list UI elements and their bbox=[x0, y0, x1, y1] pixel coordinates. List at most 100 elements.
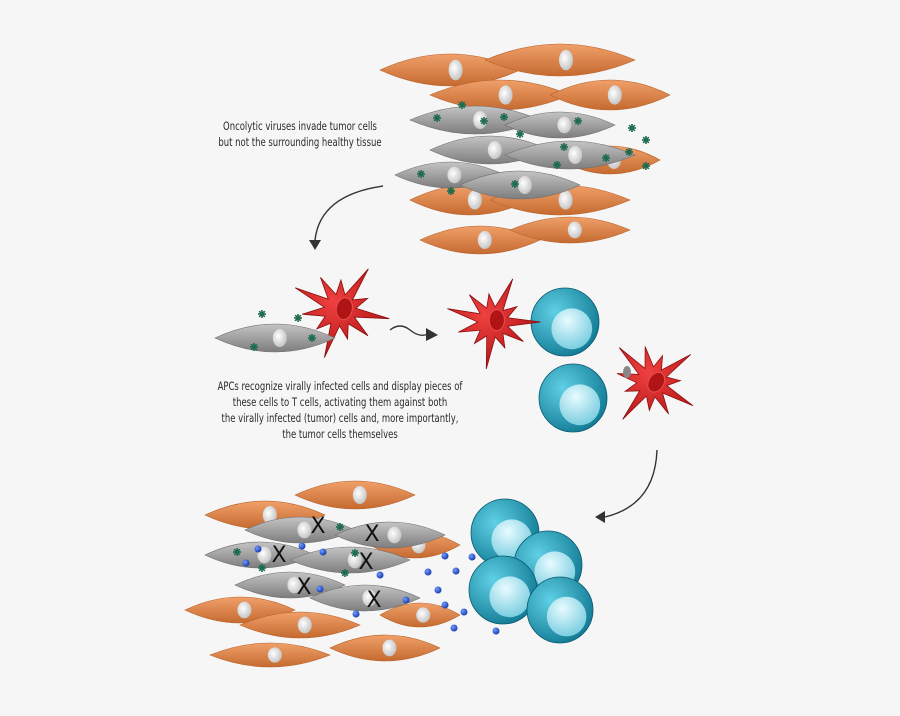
cell-nucleus bbox=[297, 616, 312, 634]
cell-nucleus bbox=[477, 231, 492, 249]
virus-spike bbox=[553, 161, 561, 169]
virus-icon bbox=[447, 187, 455, 195]
healthy-cell bbox=[294, 480, 416, 510]
virus-icon bbox=[458, 101, 466, 109]
cytokine-dot bbox=[434, 586, 442, 594]
virus-icon bbox=[560, 143, 568, 151]
virus-spike bbox=[574, 117, 582, 125]
cytokine-dot bbox=[460, 608, 468, 616]
virus-spike bbox=[433, 114, 441, 122]
cell-nucleus bbox=[559, 49, 573, 71]
virus-icon bbox=[351, 549, 359, 557]
virus-icon bbox=[628, 124, 636, 132]
apc-nucleus bbox=[488, 309, 505, 332]
cell-nucleus bbox=[297, 521, 312, 539]
cell-nucleus bbox=[558, 190, 573, 210]
virus-spike bbox=[294, 314, 302, 322]
arrow-head bbox=[426, 328, 438, 341]
apc-dendritic-cell bbox=[616, 346, 694, 420]
cytokine-dot bbox=[424, 568, 432, 576]
tumor-cell bbox=[409, 105, 541, 135]
tumor-cell bbox=[504, 140, 636, 170]
virus-spike bbox=[642, 162, 650, 170]
caption-line: the virally infected (tumor) cells and, … bbox=[221, 411, 459, 425]
t-cell bbox=[538, 363, 608, 433]
virus-spike bbox=[258, 310, 266, 318]
tumor-cell bbox=[204, 541, 316, 569]
cell-nucleus bbox=[267, 647, 282, 663]
caption-line: Oncolytic viruses invade tumor cells bbox=[223, 119, 377, 133]
virus-spike bbox=[602, 154, 610, 162]
virus-spike bbox=[500, 113, 508, 121]
cell-nucleus bbox=[607, 85, 622, 105]
virus-icon bbox=[642, 162, 650, 170]
virus-spike bbox=[642, 136, 650, 144]
apc-nucleus bbox=[335, 297, 353, 321]
tumor-cell bbox=[504, 111, 616, 139]
t-cell-nucleus bbox=[546, 596, 587, 637]
cytokine-dot bbox=[452, 567, 460, 575]
virus-icon bbox=[308, 334, 316, 342]
virus-spike bbox=[341, 569, 349, 577]
step2-caption: APCs recognize virally infected cells an… bbox=[217, 378, 463, 442]
healthy-cell bbox=[239, 611, 361, 639]
caption-line: but not the surrounding healthy tissue bbox=[218, 135, 382, 149]
virus-spike bbox=[628, 124, 636, 132]
cell-nucleus bbox=[287, 576, 302, 594]
tumor-cell bbox=[459, 170, 581, 200]
cytokine-dot bbox=[352, 610, 360, 618]
virus-icon bbox=[553, 161, 561, 169]
virus-spike bbox=[458, 101, 466, 109]
step1-caption: Oncolytic viruses invade tumor cells but… bbox=[218, 118, 382, 150]
cell-nucleus bbox=[557, 116, 572, 134]
t-cell bbox=[526, 576, 594, 644]
virus-icon bbox=[625, 148, 633, 156]
dead-cell-mark: X bbox=[358, 550, 373, 575]
apc-dendritic-cell bbox=[294, 268, 390, 358]
apc-dendritic-cell bbox=[447, 278, 541, 370]
virus-icon bbox=[516, 130, 524, 138]
virus-icon bbox=[602, 154, 610, 162]
cell-nucleus bbox=[262, 506, 277, 524]
caption-line: APCs recognize virally infected cells an… bbox=[217, 379, 463, 393]
virus-spike bbox=[516, 130, 524, 138]
dead-cell-mark: X bbox=[364, 522, 379, 547]
virus-icon bbox=[433, 114, 441, 122]
cytokine-dot bbox=[450, 624, 458, 632]
cytokine-dot bbox=[242, 559, 250, 567]
t-cell-nucleus bbox=[489, 576, 531, 618]
cytokine-dot bbox=[319, 548, 327, 556]
t-cell-nucleus bbox=[551, 308, 593, 350]
virus-spike bbox=[625, 148, 633, 156]
apc-nucleus bbox=[647, 371, 666, 393]
healthy-cell bbox=[549, 79, 671, 111]
virus-icon bbox=[341, 569, 349, 577]
cytokine-dot bbox=[468, 553, 476, 561]
virus-icon bbox=[511, 180, 519, 188]
cell-nucleus bbox=[416, 607, 431, 623]
arrow-line bbox=[604, 449, 658, 518]
virus-icon bbox=[336, 523, 344, 531]
cell-nucleus bbox=[272, 329, 287, 347]
virus-icon bbox=[500, 113, 508, 121]
virus-spike bbox=[250, 343, 258, 351]
dead-cell-mark: X bbox=[310, 514, 325, 539]
virus-icon bbox=[642, 136, 650, 144]
virus-spike bbox=[447, 187, 455, 195]
cytokine-dot bbox=[441, 601, 449, 609]
t-cell-nucleus bbox=[559, 384, 601, 426]
virus-spike bbox=[336, 523, 344, 531]
cytokine-dot bbox=[316, 585, 324, 593]
cell-nucleus bbox=[498, 85, 513, 105]
cell-nucleus bbox=[362, 589, 377, 607]
cell-nucleus bbox=[237, 601, 252, 619]
arrow-line bbox=[314, 185, 384, 241]
healthy-cell bbox=[329, 634, 441, 662]
caption-line: the tumor cells themselves bbox=[282, 427, 398, 441]
arrow-head bbox=[595, 511, 605, 523]
virus-icon bbox=[250, 343, 258, 351]
virus-icon bbox=[258, 310, 266, 318]
cell-nucleus bbox=[517, 176, 532, 194]
